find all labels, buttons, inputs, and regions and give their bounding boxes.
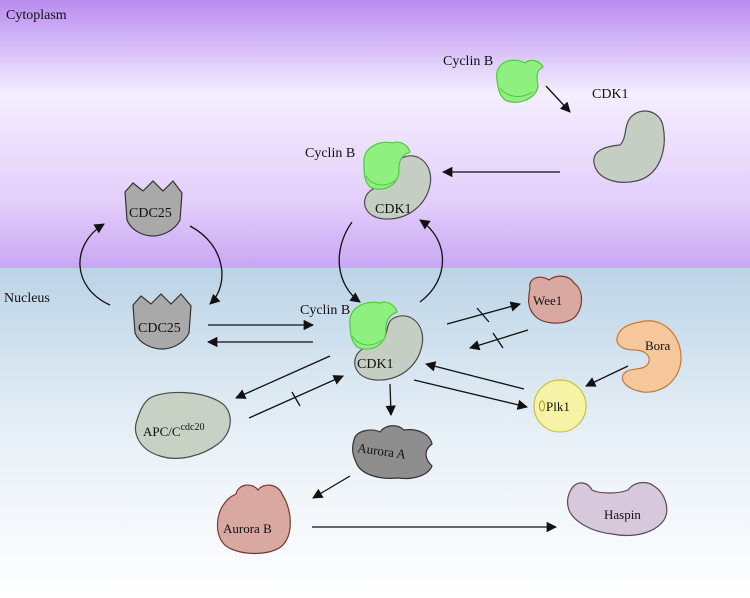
arrow-apc-to-cdk1-blocked: [248, 375, 344, 419]
cyclin-b-complex-top-label: Cyclin B: [305, 146, 355, 161]
cdk1-complex-top-label: CDK1: [375, 202, 412, 217]
block-mark-wee1-cdk1: [492, 332, 504, 349]
aurora-a-shape: [352, 425, 433, 480]
cyclin-b-cyto-shape: [496, 59, 544, 103]
haspin-shape: [566, 481, 668, 537]
cdc25-bottom-shape: [132, 293, 192, 350]
apc-shape: [135, 391, 231, 459]
arrow-cdk1-to-aurora-a: [385, 383, 396, 417]
nucleus-label: Nucleus: [4, 291, 50, 306]
cdc25-top-label: CDC25: [129, 206, 172, 221]
aurora-b-label: Aurora B: [223, 521, 272, 536]
cdc25-top-shape: [124, 180, 183, 237]
apc-main-label: APC/C: [143, 424, 181, 439]
arrow-bora-to-plk1: [585, 365, 629, 387]
block-mark-cdk1-wee1: [476, 307, 490, 323]
wee1-label: Wee1: [533, 293, 562, 308]
block-mark-apc-cdk1: [291, 391, 301, 407]
arrow-cdc25-up: [79, 223, 111, 306]
apc-label: APC/Ccdc20: [143, 422, 204, 439]
arrow-cdk1-to-plk1: [413, 379, 529, 410]
aurora-a-label: Aurora A: [357, 440, 408, 462]
plk1-highlight: [539, 400, 545, 412]
plk1-shape: [533, 379, 587, 433]
arrow-cdk1-to-wee1-blocked: [446, 301, 522, 325]
arrow-wee1-to-cdk1-blocked: [469, 329, 529, 351]
bora-shape: [616, 320, 682, 393]
cyclin-b-complex-nucleus-shape: [349, 301, 398, 350]
arrow-cyclinb-to-cdk1: [545, 85, 571, 113]
cyclin-b-complex-nucleus-label: Cyclin B: [300, 303, 350, 318]
cyclin-cdk1-complex-cyto: [363, 141, 432, 220]
wee1-shape: [527, 275, 583, 324]
arrow-cdk1-to-apc: [235, 355, 331, 399]
arrow-complex-export: [419, 219, 443, 303]
arrow-complex-import: [338, 221, 361, 303]
aurora-b-shape: [216, 484, 291, 555]
cdk1-cyto-label: CDK1: [592, 87, 629, 102]
arrow-aurora-a-to-aurora-b: [312, 475, 351, 499]
bora-label: Bora: [645, 338, 671, 353]
plk1-label: Plk1: [546, 399, 570, 414]
cdk1-cyto-shape: [593, 110, 665, 183]
arrow-plk1-to-cdk1: [424, 361, 525, 390]
cyclin-b-cyto-label: Cyclin B: [443, 54, 493, 69]
cyclin-cdk1-complex-nucleus: [349, 301, 424, 381]
apc-sup-label: cdc20: [181, 422, 205, 433]
cyclin-b-complex-top-shape: [363, 141, 411, 190]
cytoplasm-label: Cytoplasm: [6, 8, 67, 23]
cdk1-complex-nucleus-label: CDK1: [357, 357, 394, 372]
arrow-cdc25-down: [189, 225, 223, 305]
cdc25-bottom-label: CDC25: [138, 321, 181, 336]
haspin-label: Haspin: [604, 507, 641, 522]
